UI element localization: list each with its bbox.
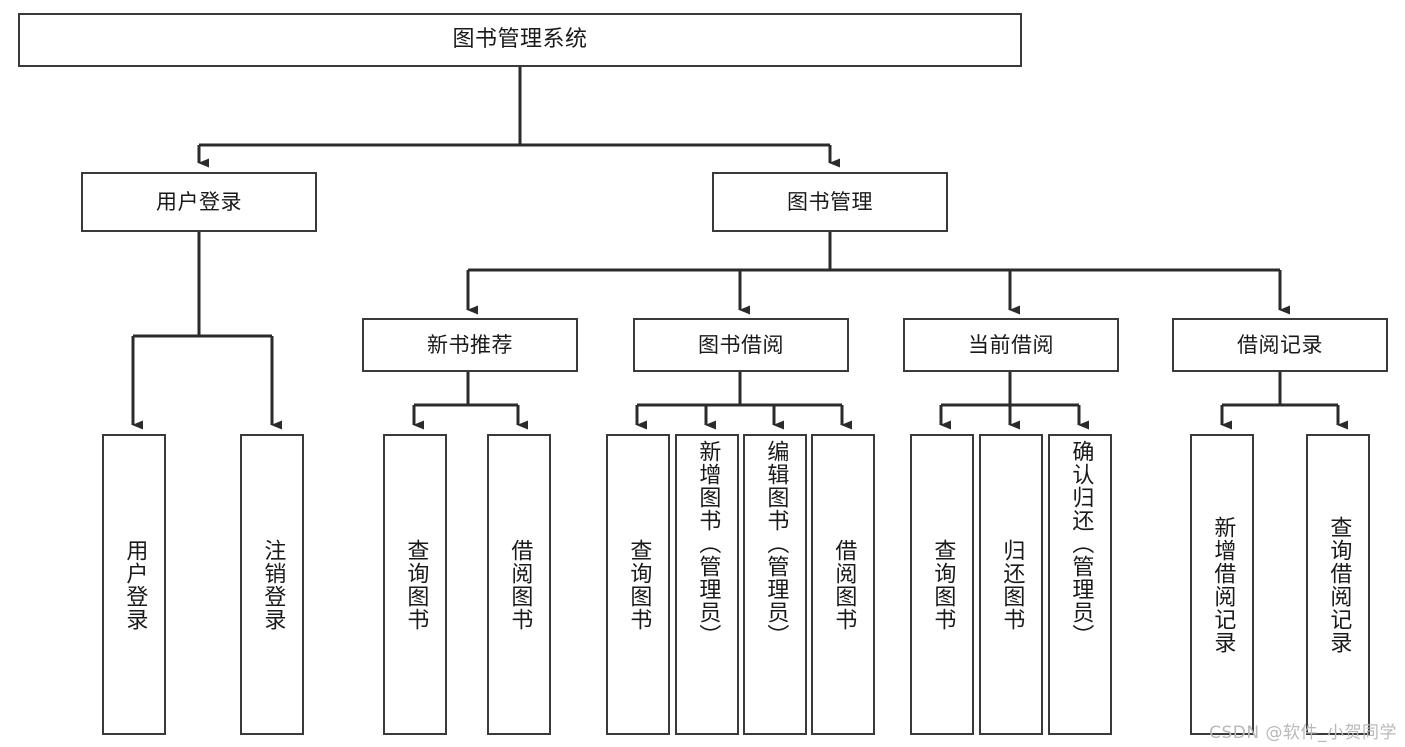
node-new-book-recommend-label: 新书推荐 [427,332,513,357]
leaf-label: 编辑图书（管理员） [763,440,789,647]
leaf-label: 归还图书 [999,538,1025,631]
leaf-user-login-logout[interactable]: 注销登录 [240,434,304,735]
leaf-borrow-add-book-admin[interactable]: 新增图书（管理员） [675,434,739,735]
node-current-borrow-label: 当前借阅 [968,332,1054,357]
leaf-label: 查询图书 [403,538,429,631]
node-current-borrow[interactable]: 当前借阅 [903,318,1119,372]
leaf-current-confirm-return-admin[interactable]: 确认归还（管理员） [1048,434,1112,735]
leaf-borrow-borrow-book[interactable]: 借阅图书 [811,434,875,735]
leaf-current-return-book[interactable]: 归还图书 [979,434,1043,735]
node-book-borrow-label: 图书借阅 [698,332,784,357]
leaf-label: 查询图书 [626,538,652,631]
leaf-borrow-query-book[interactable]: 查询图书 [606,434,670,735]
csdn-watermark: CSDN @软件_小贺同学 [1209,723,1397,743]
node-new-book-recommend[interactable]: 新书推荐 [362,318,578,372]
leaf-user-login-login[interactable]: 用户登录 [102,434,166,735]
node-user-login[interactable]: 用户登录 [81,172,317,232]
leaf-label: 查询图书 [930,538,956,631]
node-book-management[interactable]: 图书管理 [712,172,948,232]
leaf-record-query-record[interactable]: 查询借阅记录 [1306,434,1370,735]
leaf-label: 新增图书（管理员） [695,440,721,647]
leaf-label: 新增借阅记录 [1210,515,1236,654]
leaf-label: 借阅图书 [831,538,857,631]
leaf-borrow-edit-book-admin[interactable]: 编辑图书（管理员） [743,434,807,735]
node-user-login-label: 用户登录 [156,189,242,214]
leaf-label: 注销登录 [260,538,286,631]
node-borrow-record-label: 借阅记录 [1237,332,1323,357]
node-book-management-label: 图书管理 [787,189,873,214]
node-book-borrow[interactable]: 图书借阅 [633,318,849,372]
leaf-current-query-book[interactable]: 查询图书 [910,434,974,735]
leaf-recommend-query-book[interactable]: 查询图书 [383,434,447,735]
leaf-label: 确认归还（管理员） [1068,440,1094,647]
leaf-label: 查询借阅记录 [1326,515,1352,654]
leaf-record-add-record[interactable]: 新增借阅记录 [1190,434,1254,735]
node-borrow-record[interactable]: 借阅记录 [1172,318,1388,372]
leaf-label: 借阅图书 [507,538,533,631]
leaf-recommend-borrow-book[interactable]: 借阅图书 [487,434,551,735]
node-root-label: 图书管理系统 [452,27,588,52]
node-root-book-management-system[interactable]: 图书管理系统 [18,13,1022,67]
leaf-label: 用户登录 [122,538,148,631]
